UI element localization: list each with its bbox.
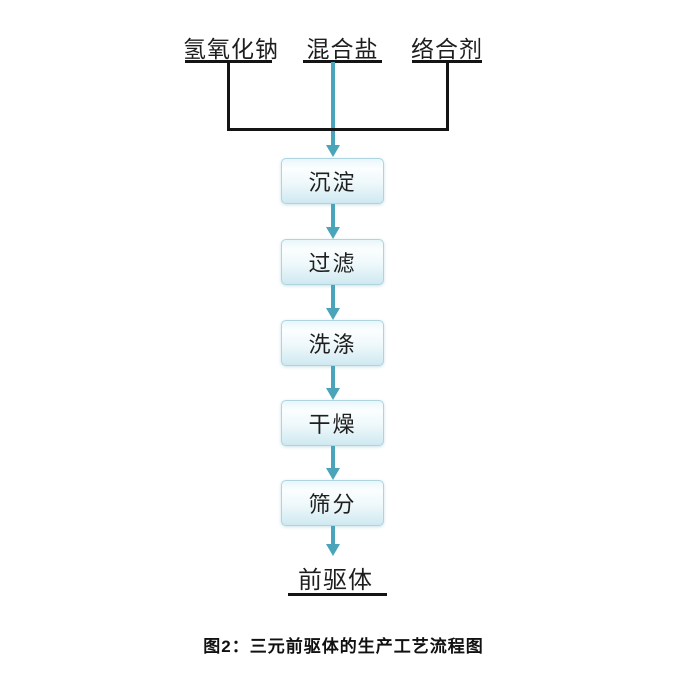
step-box-filtration: 过滤 xyxy=(281,239,384,285)
step-box-sieving: 筛分 xyxy=(281,480,384,526)
arrow-down-icon xyxy=(326,145,340,157)
flow-line-5 xyxy=(331,526,335,545)
step-box-precipitation: 沉淀 xyxy=(281,158,384,204)
step-label-drying: 干燥 xyxy=(308,412,357,437)
sodium-hydroxide-underline xyxy=(185,60,272,63)
flow-line-2 xyxy=(331,285,335,309)
arrow-down-icon xyxy=(326,544,340,556)
left-connector-line xyxy=(227,62,230,130)
output-precursor-label: 前驱体 xyxy=(298,567,373,594)
flow-line-4 xyxy=(331,446,335,469)
arrow-down-icon xyxy=(326,227,340,239)
complexing-agent-underline xyxy=(412,60,482,63)
horizontal-connector-line xyxy=(227,128,449,131)
arrow-down-icon xyxy=(326,308,340,320)
step-box-drying: 干燥 xyxy=(281,400,384,446)
mixed-salt-label: 混合盐 xyxy=(306,36,379,62)
output-precursor-underline xyxy=(288,593,387,596)
right-connector-line xyxy=(446,62,449,130)
arrow-down-icon xyxy=(326,388,340,400)
arrow-down-icon xyxy=(326,468,340,480)
complexing-agent-label: 络合剂 xyxy=(411,36,483,62)
step-box-washing: 洗涤 xyxy=(281,320,384,366)
figure-caption: 图2：三元前驱体的生产工艺流程图 xyxy=(203,637,484,656)
step-label-washing: 洗涤 xyxy=(308,332,357,357)
step-label-sieving: 筛分 xyxy=(308,492,357,517)
flow-line-1 xyxy=(331,204,335,228)
mixed-salt-underline xyxy=(303,60,382,63)
step-label-filtration: 过滤 xyxy=(308,251,357,276)
step-label-precipitation: 沉淀 xyxy=(308,170,357,195)
flow-line-3 xyxy=(331,366,335,389)
main-flow-line xyxy=(331,62,335,146)
sodium-hydroxide-label: 氢氧化钠 xyxy=(183,36,279,62)
